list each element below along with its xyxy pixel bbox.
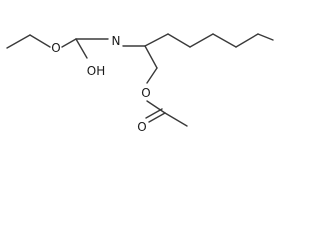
bond-ester-o-carbonyl-c bbox=[146, 100, 166, 114]
bond-o-carbamate-c bbox=[61, 38, 77, 48]
bond-c2-c1 bbox=[144, 45, 158, 69]
bond-carbonyl-c-o-double bbox=[145, 108, 163, 119]
bond-carbonyl-c-o bbox=[148, 112, 166, 123]
atom-labels: O N OH O O bbox=[51, 34, 150, 134]
atom-label-nitrogen: N bbox=[112, 34, 121, 48]
bond-ethyl-ch3-ch2 bbox=[6, 34, 31, 49]
bond-chain-3 bbox=[189, 33, 214, 48]
bond-chain-6 bbox=[257, 33, 274, 41]
bond-c1-ester-o bbox=[146, 67, 158, 84]
bond-chain-4 bbox=[212, 33, 237, 48]
bond-carbonyl-c-ch3 bbox=[164, 112, 188, 127]
atom-label-hydroxyl: OH bbox=[87, 64, 105, 78]
atom-label-oxygen-ester: O bbox=[141, 86, 150, 100]
atom-label-oxygen-ethoxy: O bbox=[51, 41, 60, 55]
bond-ethyl-ch2-o bbox=[29, 34, 51, 48]
molecule-structure-diagram: O N OH O O bbox=[6, 33, 274, 134]
bond-carbamate-c-oh bbox=[75, 38, 88, 59]
bond-chain-2 bbox=[167, 33, 191, 48]
atom-label-oxygen-carbonyl: O bbox=[137, 120, 146, 134]
bond-chain-5 bbox=[235, 33, 259, 48]
bond-lines bbox=[6, 33, 274, 127]
bond-chain-1 bbox=[144, 33, 169, 47]
